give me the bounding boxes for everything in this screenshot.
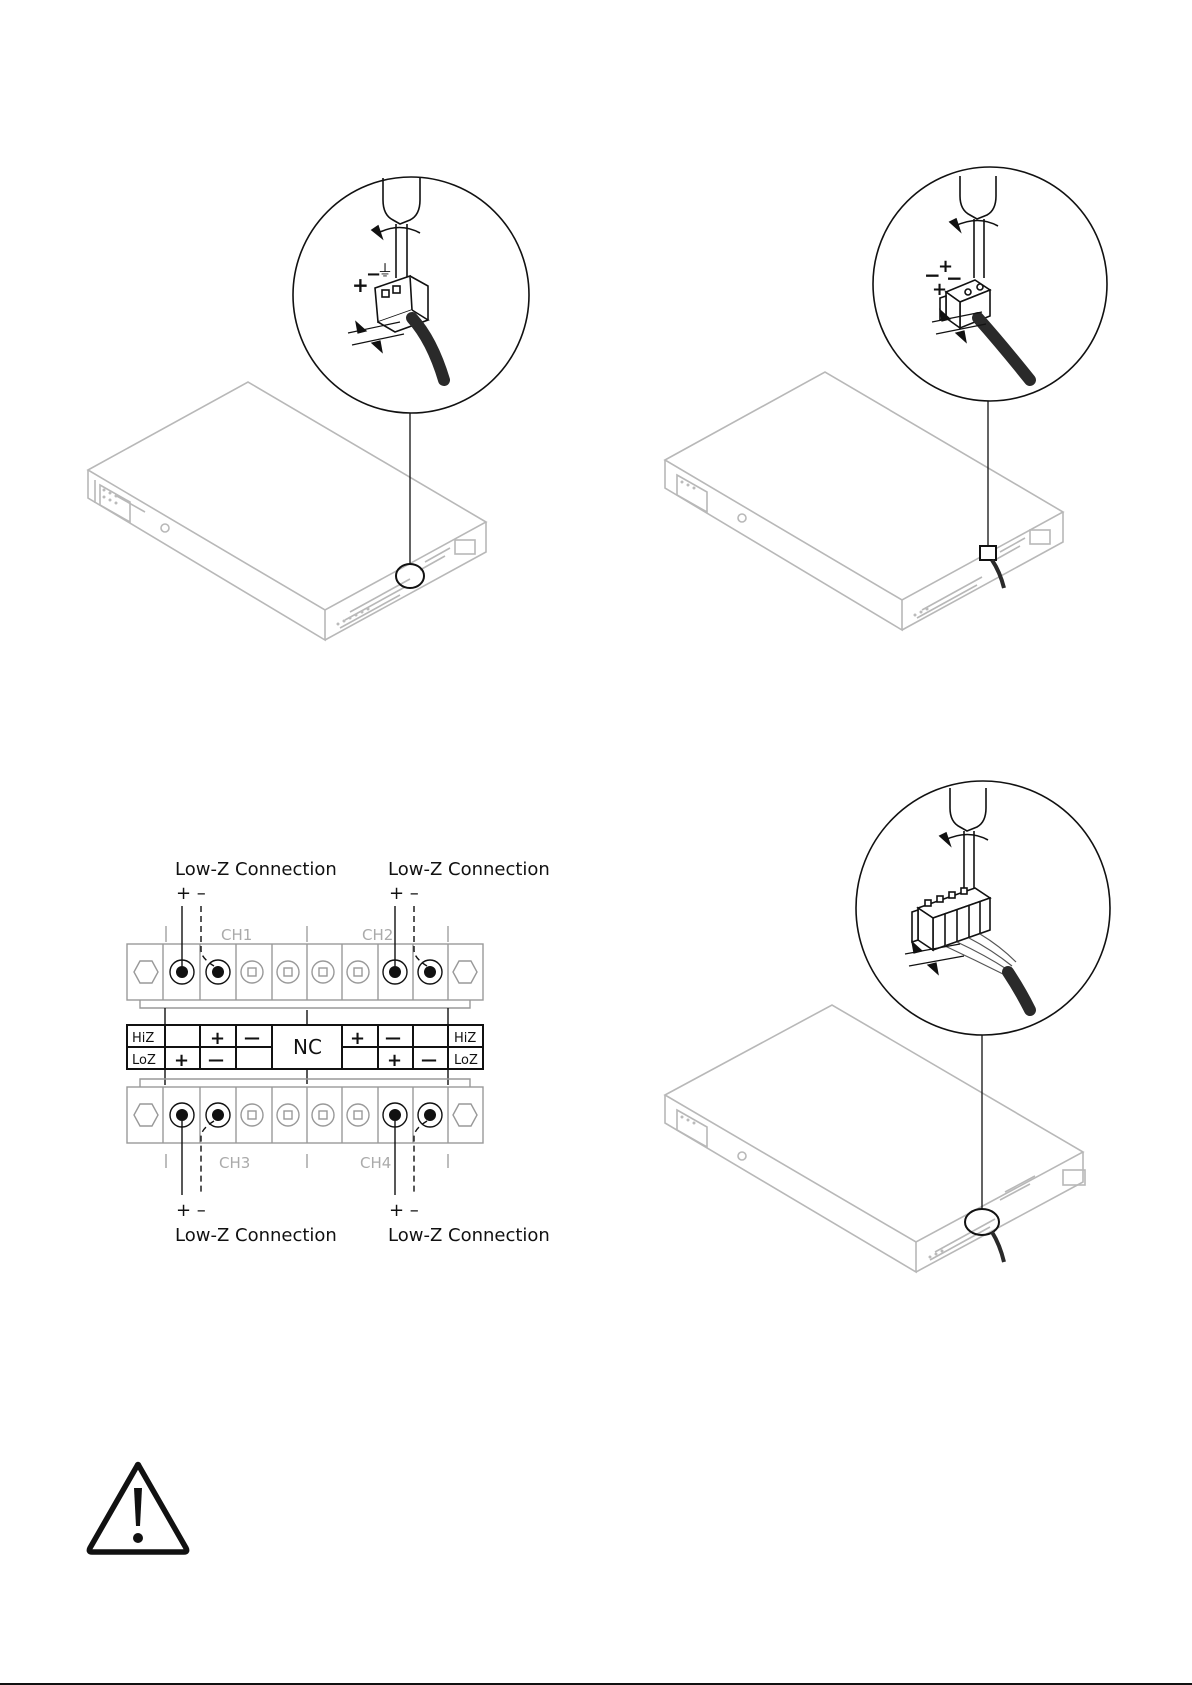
callout-ring-1 [396, 564, 424, 588]
loz-cell-plus-1: + [174, 1050, 189, 1071]
loz-label-left: LoZ [132, 1053, 156, 1068]
figure-3pin-connector: + − ⏚ [88, 177, 529, 640]
hiz-cell-minus-2: — [385, 1028, 401, 1047]
polarity-top-right: + – [389, 883, 419, 904]
hiz-label-left: HiZ [132, 1031, 154, 1046]
channel-label-ch1: CH1 [221, 926, 252, 944]
amplifier-chassis-1 [88, 382, 486, 640]
polarity-minus-2b: − [946, 266, 963, 290]
label-bottom-left: Low-Z Connection [175, 1225, 337, 1246]
amplifier-chassis-2 [665, 372, 1063, 630]
cable-2-small [992, 560, 1004, 588]
polarity-bottom-right: + – [389, 1200, 419, 1221]
hiz-cell-minus-1: — [244, 1028, 260, 1047]
zoom-circle-2 [873, 167, 1107, 401]
warning-triangle-icon [89, 1465, 186, 1553]
screw-terminals-active-top [176, 966, 436, 978]
polarity-bottom-left: + – [176, 1200, 206, 1221]
loz-cell-minus-1: — [208, 1050, 224, 1069]
label-top-right: Low-Z Connection [388, 859, 550, 880]
label-top-left: Low-Z Connection [175, 859, 337, 880]
amplifier-chassis-3 [665, 1005, 1085, 1272]
nc-label: NC [293, 1035, 322, 1059]
cable-3-small [992, 1232, 1004, 1262]
polarity-plus-2b: + [932, 279, 947, 300]
callout-plug-2 [980, 546, 996, 560]
vent-grill-2 [681, 481, 929, 617]
impedance-table-labels: HiZ + — + — HiZ LoZ + — + — LoZ NC [132, 1028, 478, 1071]
channel-label-ch3: CH3 [219, 1154, 250, 1172]
terminal-wiring-diagram: Low-Z Connection Low-Z Connection + – + … [127, 859, 550, 1246]
figure-8pin-connector [665, 781, 1110, 1272]
polarity-top-left: + – [176, 883, 206, 904]
channel-ticks-top [166, 926, 448, 942]
hiz-cell-plus-2: + [350, 1028, 365, 1049]
channel-label-ch4: CH4 [360, 1154, 391, 1172]
loz-cell-plus-2: + [387, 1050, 402, 1071]
label-bottom-right: Low-Z Connection [388, 1225, 550, 1246]
hiz-cell-plus-1: + [210, 1028, 225, 1049]
vent-grill-3 [681, 1116, 944, 1259]
polarity-ground-1: ⏚ [377, 261, 393, 280]
loz-cell-minus-2: — [421, 1050, 437, 1069]
loz-label-right: LoZ [454, 1053, 478, 1068]
channel-ticks-bottom [166, 1154, 448, 1168]
screw-terminals-active-bottom [176, 1109, 436, 1121]
figure-4pin-connector: − + + − [665, 167, 1107, 630]
channel-label-ch2: CH2 [362, 926, 393, 944]
hiz-label-right: HiZ [454, 1031, 476, 1046]
